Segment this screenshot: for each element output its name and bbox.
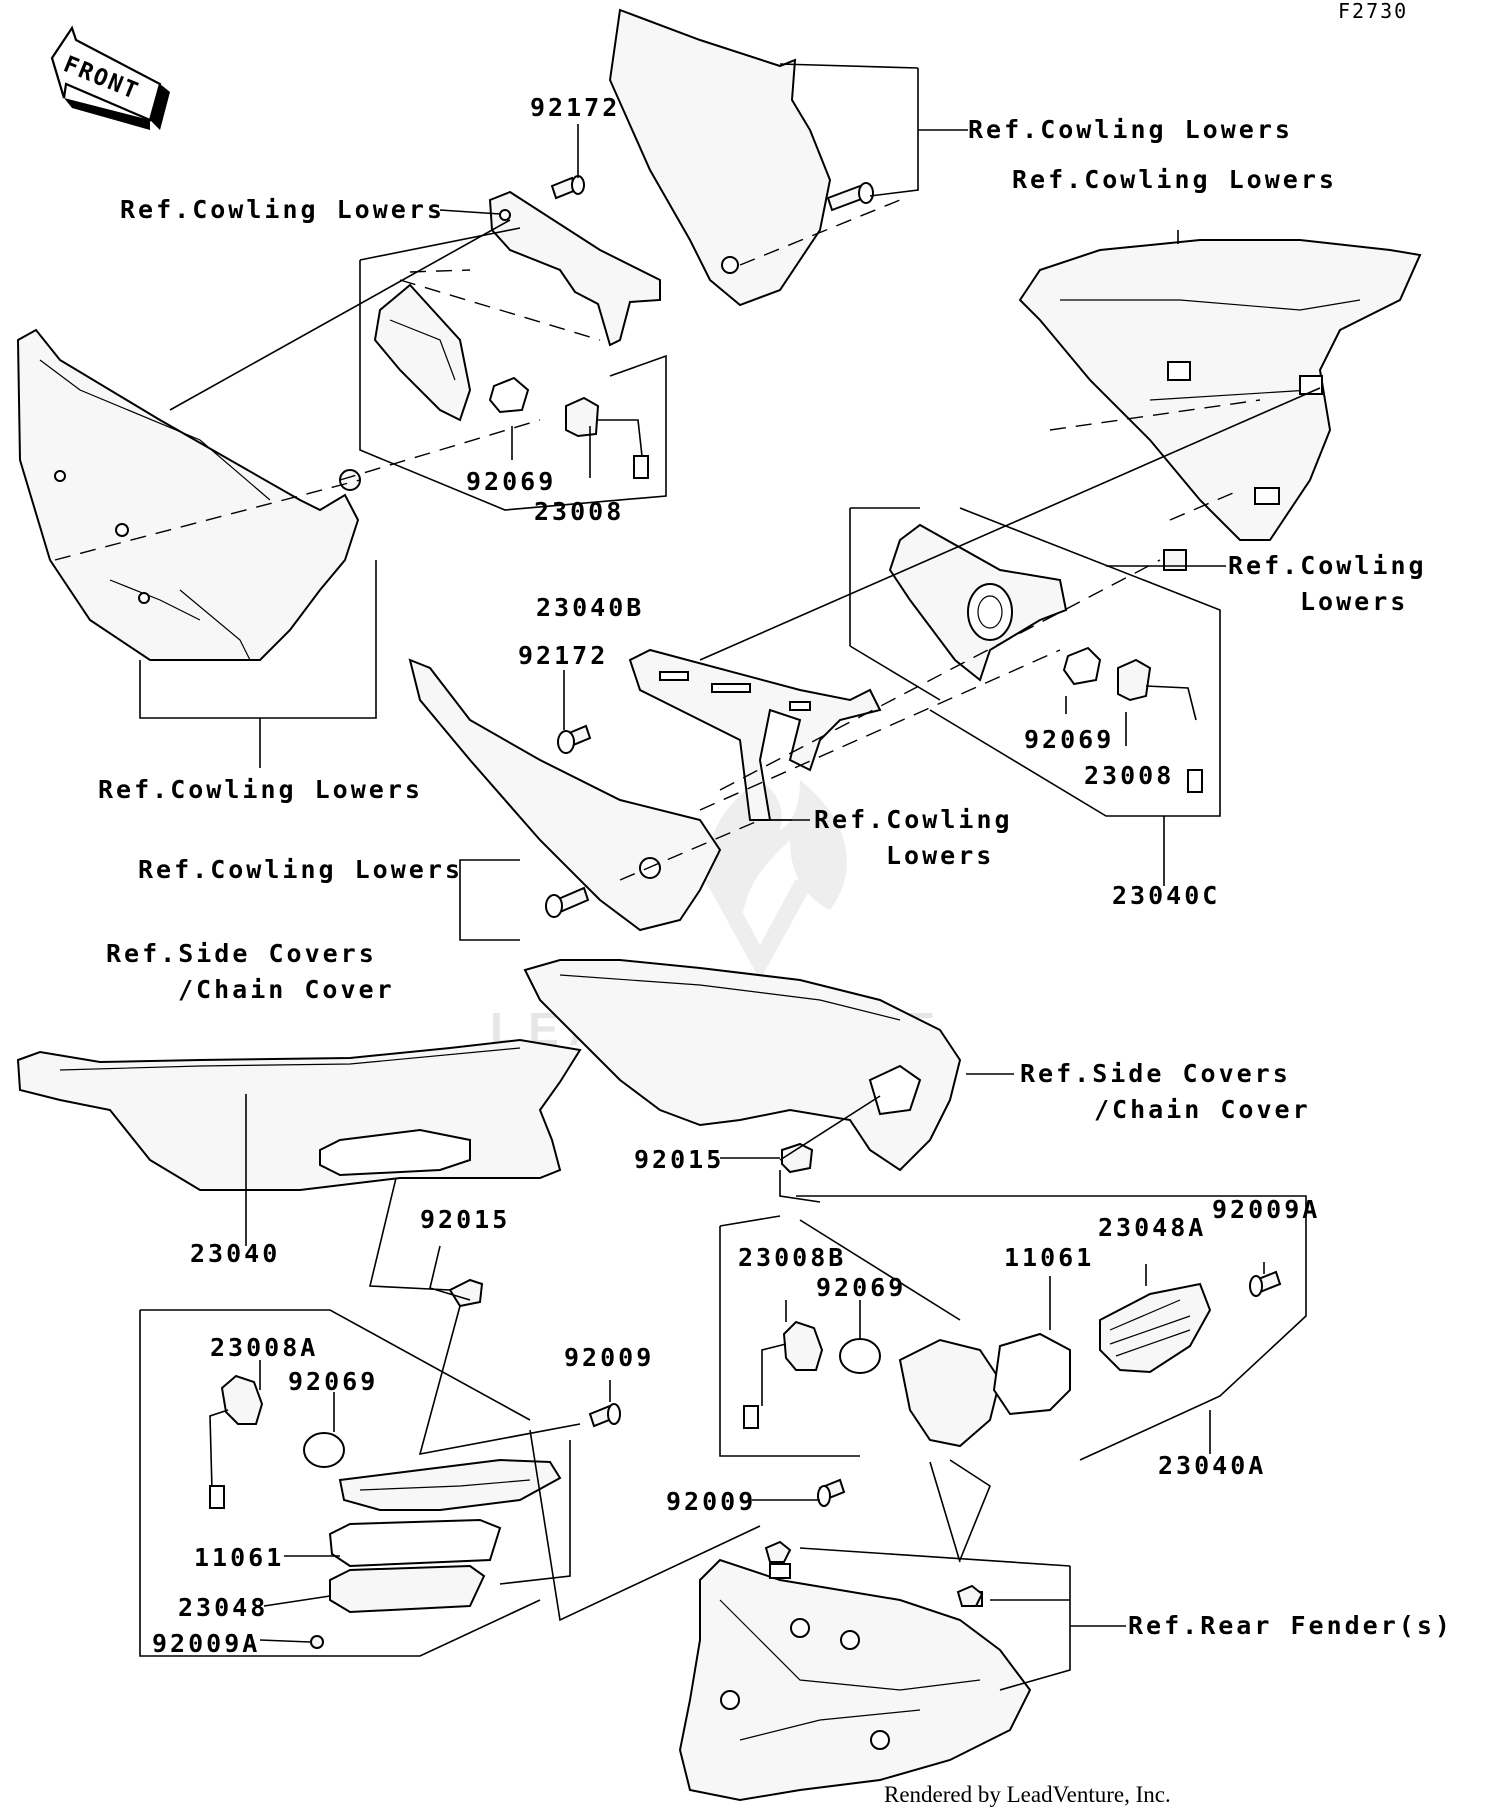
label-11061-a: 11061 [194, 1543, 284, 1572]
label-92172-top: 92172 [530, 93, 620, 122]
label-92009A-a: 92009A [152, 1629, 260, 1658]
label-23040A: 23040A [1158, 1451, 1266, 1480]
label-92015-a: 92015 [634, 1145, 724, 1174]
label-ref-cowling-lowers-6b: Lowers [886, 841, 994, 870]
figure-id: F2730 [1338, 0, 1408, 23]
turn-signal-23040C [888, 523, 1203, 793]
rear-fender [678, 1558, 1032, 1802]
label-23048A: 23048A [1098, 1213, 1206, 1242]
screw-92172-top [550, 175, 585, 200]
label-ref-cowling-lowers-7: Ref.Cowling Lowers [138, 855, 463, 884]
upper-bracket [488, 190, 661, 347]
label-92069-d: 92069 [816, 1273, 906, 1302]
label-11061-b: 11061 [1004, 1243, 1094, 1272]
right-side-cover [523, 959, 962, 1172]
label-ref-rear-fender: Ref.Rear Fender(s) [1128, 1611, 1453, 1640]
label-ref-cowling-lowers-3: Ref.Cowling Lowers [1012, 165, 1337, 194]
fender-nuts [764, 1540, 984, 1607]
upper-right-cowl [1018, 239, 1422, 541]
dashed-guides-top [54, 199, 1261, 561]
label-92069-b: 92069 [1024, 725, 1114, 754]
label-23008B: 23008B [738, 1243, 846, 1272]
label-ref-cowling-lowers-4a: Ref.Cowling [1228, 551, 1427, 580]
part-labels: 92172 Ref.Cowling Lowers Ref.Cowling Low… [98, 93, 1453, 1658]
label-ref-cowling-lowers-2: Ref.Cowling Lowers [968, 115, 1293, 144]
label-ref-cowling-lowers-6a: Ref.Cowling [814, 805, 1013, 834]
screw-cowl-top [826, 182, 874, 212]
screw-92172-mid [557, 724, 592, 754]
label-92069-a: 92069 [466, 467, 556, 496]
label-ref-side-covers-1a: Ref.Side Covers [106, 939, 377, 968]
label-ref-cowling-lowers-5: Ref.Cowling Lowers [98, 775, 423, 804]
label-23040C: 23040C [1112, 881, 1220, 910]
callout-frame-middle [459, 387, 1321, 941]
upper-center-cowl [608, 8, 832, 307]
label-23008-a: 23008 [534, 497, 624, 526]
callout-frame-top-left [139, 219, 667, 768]
screw-cowl-mid [545, 886, 590, 918]
label-23040B: 23040B [536, 593, 644, 622]
turn-signal-23040A [743, 1142, 1282, 1507]
middle-bracket [628, 648, 882, 821]
leader-lines [259, 63, 1265, 1643]
left-side-cover [16, 1038, 582, 1191]
label-92009A-b: 92009A [1212, 1195, 1320, 1224]
front-arrow-icon: FRONT [50, 25, 170, 130]
callout-frame-bottom [139, 1094, 1307, 1691]
label-23048: 23048 [178, 1593, 268, 1622]
label-ref-side-covers-1b: /Chain Cover [178, 975, 395, 1004]
label-23040: 23040 [190, 1239, 280, 1268]
label-92009-b: 92009 [666, 1487, 756, 1516]
middle-cowl [408, 658, 722, 932]
label-92009-a: 92009 [564, 1343, 654, 1372]
label-ref-side-covers-2a: Ref.Side Covers [1020, 1059, 1291, 1088]
upper-left-cowl [16, 328, 360, 661]
label-92015-b: 92015 [420, 1205, 510, 1234]
label-ref-side-covers-2b: /Chain Cover [1094, 1095, 1311, 1124]
label-23008-b: 23008 [1084, 761, 1174, 790]
label-ref-cowling-lowers-1: Ref.Cowling Lowers [120, 195, 445, 224]
label-92069-c: 92069 [288, 1367, 378, 1396]
credit-text: Rendered by LeadVenture, Inc. [884, 1782, 1171, 1807]
turn-signal-23040 [209, 1278, 621, 1649]
label-23008A: 23008A [210, 1333, 318, 1362]
label-92172-mid: 92172 [518, 641, 608, 670]
label-ref-cowling-lowers-4b: Lowers [1300, 587, 1408, 616]
